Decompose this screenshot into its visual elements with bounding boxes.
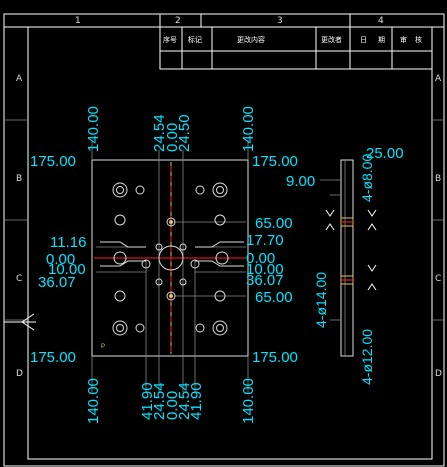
dim-bottom-left: 175.00 xyxy=(30,349,76,366)
dim-vert-top-b: 0.00 xyxy=(164,123,181,152)
grid-number-2: 2 xyxy=(175,16,181,26)
dim-left-0: 11.16 xyxy=(50,234,86,251)
plate-top-view[interactable]: P xyxy=(91,140,249,392)
dim-vert-top-right: 140.00 xyxy=(240,106,257,152)
side-dim-left: 9.00 xyxy=(286,173,315,190)
dim-right-3: 10.00 xyxy=(246,261,284,278)
grid-letter-b-right: B xyxy=(435,174,441,184)
dim-vert-bot-right: 140.00 xyxy=(240,378,257,424)
dim-left-3: 36.07 xyxy=(38,274,76,291)
rev-header-date-2: 期 xyxy=(378,36,385,44)
revision-table: 序号 标记 更改内容 更改者 日 期 审 核 xyxy=(159,26,433,70)
dim-left-1: 0.00 xyxy=(46,251,75,268)
plate-side-view[interactable] xyxy=(320,159,377,357)
plate-marker: P xyxy=(101,344,105,350)
dim-vert-bot-e: 41.90 xyxy=(188,382,205,420)
dim-right-2: 0.00 xyxy=(246,250,275,267)
grid-letter-d-left: D xyxy=(16,369,23,379)
rev-header-date-1: 日 xyxy=(360,36,367,44)
plate-outline xyxy=(91,159,249,357)
dim-vert-bot-a: 41.90 xyxy=(139,382,156,420)
dim-top-right: 175.00 xyxy=(252,153,298,170)
grid-letter-d-right: D xyxy=(435,369,442,379)
left-arrow-icon xyxy=(4,313,36,331)
rev-header-content: 更改内容 xyxy=(237,35,265,44)
dim-right-4: 36.07 xyxy=(246,272,284,289)
rev-header-review-2: 核 xyxy=(415,35,422,44)
outer-frame xyxy=(3,13,445,467)
side-hole-bot: 4-ø12.00 xyxy=(359,329,375,385)
side-hole-top: 4-ø8.00 xyxy=(359,154,375,202)
side-hole-mid: 4-ø14.00 xyxy=(313,272,329,328)
rev-header-review-1: 审 xyxy=(400,35,407,44)
dim-vert-top-c: 24.50 xyxy=(176,114,193,152)
dim-vert-bot-d: 24.54 xyxy=(176,382,193,420)
grid-number-1: 1 xyxy=(75,16,81,26)
dim-vert-bot-c: 0.00 xyxy=(164,391,181,420)
side-dim-top: 25.00 xyxy=(366,145,404,162)
rev-header-changer: 更改者 xyxy=(321,35,342,44)
rev-header-seq: 序号 xyxy=(163,35,177,44)
grid-number-4: 4 xyxy=(378,16,384,26)
grid-number-3: 3 xyxy=(277,16,283,26)
grid-letter-b-left: B xyxy=(16,174,22,184)
dim-bottom-right: 175.00 xyxy=(252,349,298,366)
dim-vert-bot-b: 24.54 xyxy=(151,382,168,420)
grid-letter-a-left: A xyxy=(16,74,23,84)
grid-letter-c-left: C xyxy=(16,274,22,284)
dim-vert-top-left: 140.00 xyxy=(85,106,102,152)
dim-right-0: 65.00 xyxy=(255,215,293,232)
dim-left-2: 10.00 xyxy=(48,261,86,278)
rev-header-mark: 标记 xyxy=(188,35,202,44)
dim-right-1: 17.70 xyxy=(246,232,284,249)
dim-vert-bot-left: 140.00 xyxy=(85,378,102,424)
dim-top-left: 175.00 xyxy=(30,153,76,170)
grid-letter-a-right: A xyxy=(435,74,442,84)
dim-vert-top-a: 24.54 xyxy=(151,114,168,152)
grid-letter-c-right: C xyxy=(435,274,441,284)
side-outline xyxy=(340,159,354,357)
dim-right-5: 65.00 xyxy=(255,289,293,306)
